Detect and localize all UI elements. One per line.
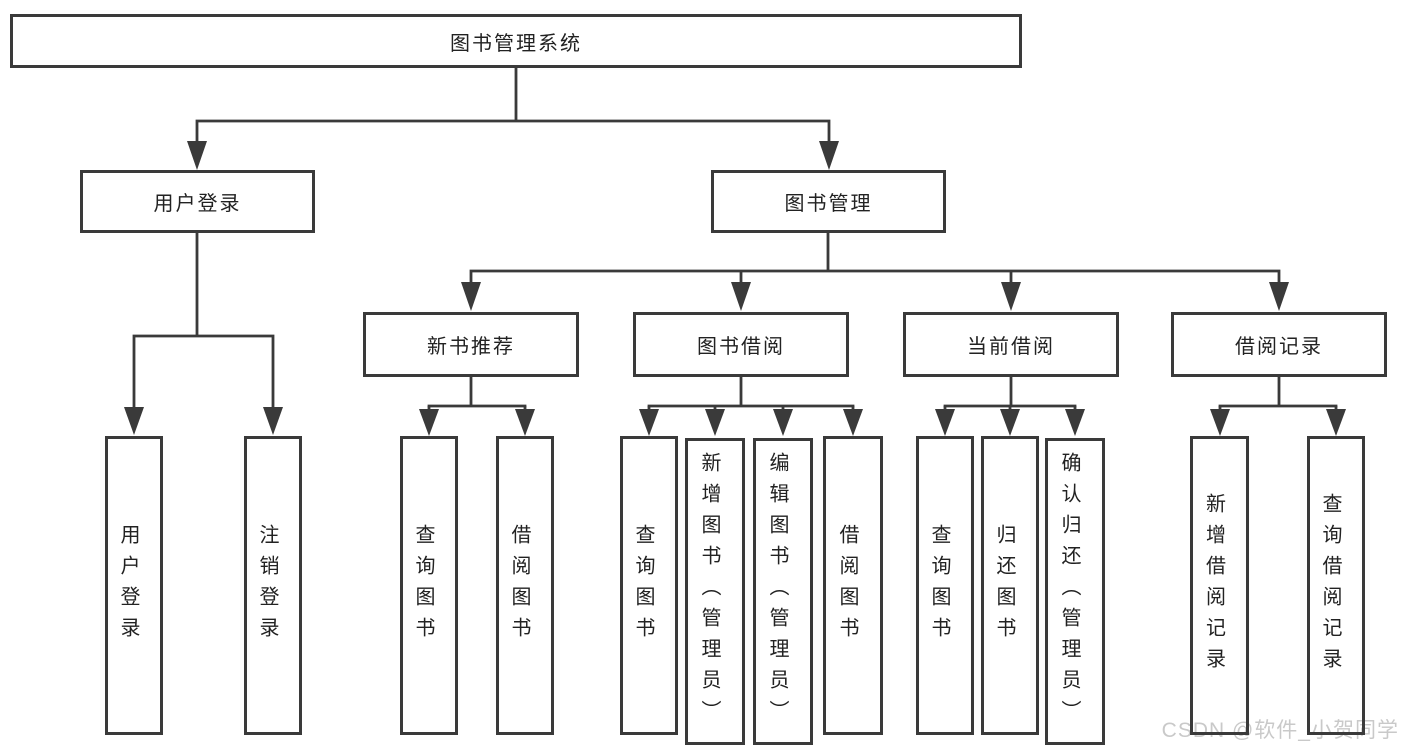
leaf-query-borrow-record: 查询借阅记录 — [1307, 436, 1365, 735]
leaf-add-book-admin-label: 新增图书（管理员） — [698, 452, 720, 731]
leaf-logout: 注销登录 — [244, 436, 302, 735]
leaf-return-book: 归还图书 — [981, 436, 1039, 735]
node-book-borrow: 图书借阅 — [633, 312, 849, 377]
leaf-query-book-recommend-label: 查询图书 — [412, 523, 434, 648]
leaf-confirm-return-admin-label: 确认归还（管理员） — [1058, 452, 1080, 731]
node-root: 图书管理系统 — [10, 14, 1022, 68]
node-borrow-record-label: 借阅记录 — [1235, 336, 1323, 358]
leaf-borrow-book-recommend-label: 借阅图书 — [508, 523, 530, 648]
leaf-add-borrow-record: 新增借阅记录 — [1190, 436, 1249, 735]
leaf-borrow-book-label: 借阅图书 — [836, 523, 858, 648]
node-borrow-record: 借阅记录 — [1171, 312, 1387, 377]
node-user-login-label: 用户登录 — [153, 193, 242, 215]
leaf-edit-book-admin-label: 编辑图书（管理员） — [766, 452, 788, 731]
leaf-edit-book-admin: 编辑图书（管理员） — [753, 438, 813, 745]
leaf-add-borrow-record-label: 新增借阅记录 — [1202, 492, 1225, 679]
node-book-borrow-label: 图书借阅 — [697, 336, 785, 358]
csdn-watermark: CSDN @软件_小贺同学 — [1161, 719, 1399, 742]
leaf-confirm-return-admin: 确认归还（管理员） — [1045, 438, 1105, 745]
leaf-query-book-current-label: 查询图书 — [928, 523, 950, 648]
leaf-return-book-label: 归还图书 — [993, 523, 1015, 648]
node-new-book-recommend-label: 新书推荐 — [427, 336, 515, 358]
leaf-borrow-book: 借阅图书 — [823, 436, 883, 735]
leaf-logout-label: 注销登录 — [256, 523, 278, 648]
node-root-label: 图书管理系统 — [450, 32, 582, 55]
leaf-user-login: 用户登录 — [105, 436, 163, 735]
node-book-management: 图书管理 — [711, 170, 946, 233]
leaf-query-book-borrow-label: 查询图书 — [632, 523, 654, 648]
leaf-add-book-admin: 新增图书（管理员） — [685, 438, 745, 745]
leaf-query-book-current: 查询图书 — [916, 436, 974, 735]
leaf-query-book-borrow: 查询图书 — [620, 436, 678, 735]
leaf-borrow-book-recommend: 借阅图书 — [496, 436, 554, 735]
leaf-user-login-label: 用户登录 — [117, 523, 139, 648]
node-current-borrow-label: 当前借阅 — [967, 336, 1055, 358]
node-new-book-recommend: 新书推荐 — [363, 312, 579, 377]
node-user-login: 用户登录 — [80, 170, 315, 233]
node-current-borrow: 当前借阅 — [903, 312, 1119, 377]
arrowheads — [124, 141, 1346, 436]
node-book-management-label: 图书管理 — [784, 193, 873, 215]
leaf-query-book-recommend: 查询图书 — [400, 436, 458, 735]
leaf-query-borrow-record-label: 查询借阅记录 — [1319, 492, 1341, 679]
